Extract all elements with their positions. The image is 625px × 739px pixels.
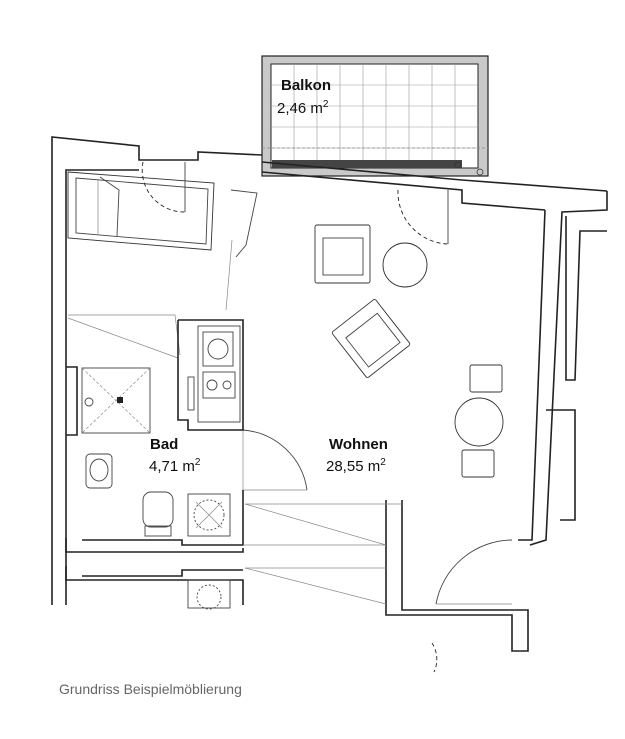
hotplate-icon — [222, 380, 232, 390]
toilet — [142, 491, 174, 528]
washbasin — [85, 453, 113, 489]
plan-caption: Grundriss Beispielmöblierung — [59, 681, 242, 697]
bathroom — [65, 366, 402, 553]
door-swing-top — [141, 161, 186, 213]
hotplate-icon — [206, 379, 218, 391]
door-swing-bathroom — [242, 429, 308, 491]
shower-drain-icon — [117, 397, 123, 403]
room-area-wohnen: 28,55 m2 — [326, 457, 386, 475]
shaft — [187, 493, 231, 537]
armchair-rotated — [331, 299, 411, 378]
kitchen-block — [177, 319, 244, 431]
adjacent-unit — [65, 566, 387, 610]
balcony-door-threshold — [272, 160, 462, 168]
balcony-floor — [270, 63, 479, 169]
exterior-walls — [51, 136, 608, 652]
room-area-bad: 4,71 m2 — [149, 457, 201, 475]
door-swing-lower — [431, 642, 438, 673]
armchair-top — [314, 224, 371, 284]
door-swing-balcony — [397, 189, 449, 245]
drain-icon — [454, 161, 462, 169]
shower-head-icon — [84, 397, 94, 407]
room-area-balkon: 2,46 m2 — [277, 99, 329, 117]
side-table-round — [382, 242, 428, 288]
bed — [67, 171, 215, 251]
sink — [202, 331, 234, 367]
sink-basin-icon — [207, 338, 229, 360]
door-swing-entrance — [435, 539, 513, 605]
balcony: Balkon 2,46 m2 — [261, 55, 489, 177]
tap-icon — [476, 168, 484, 176]
dining-chair — [469, 364, 503, 393]
shower-tray — [81, 367, 151, 434]
dining-chair — [461, 449, 495, 478]
room-name-balkon: Balkon — [281, 77, 331, 94]
room-name-wohnen: Wohnen — [329, 436, 388, 453]
cooktop — [202, 371, 236, 399]
room-name-bad: Bad — [150, 436, 178, 453]
dining-table — [454, 397, 504, 447]
